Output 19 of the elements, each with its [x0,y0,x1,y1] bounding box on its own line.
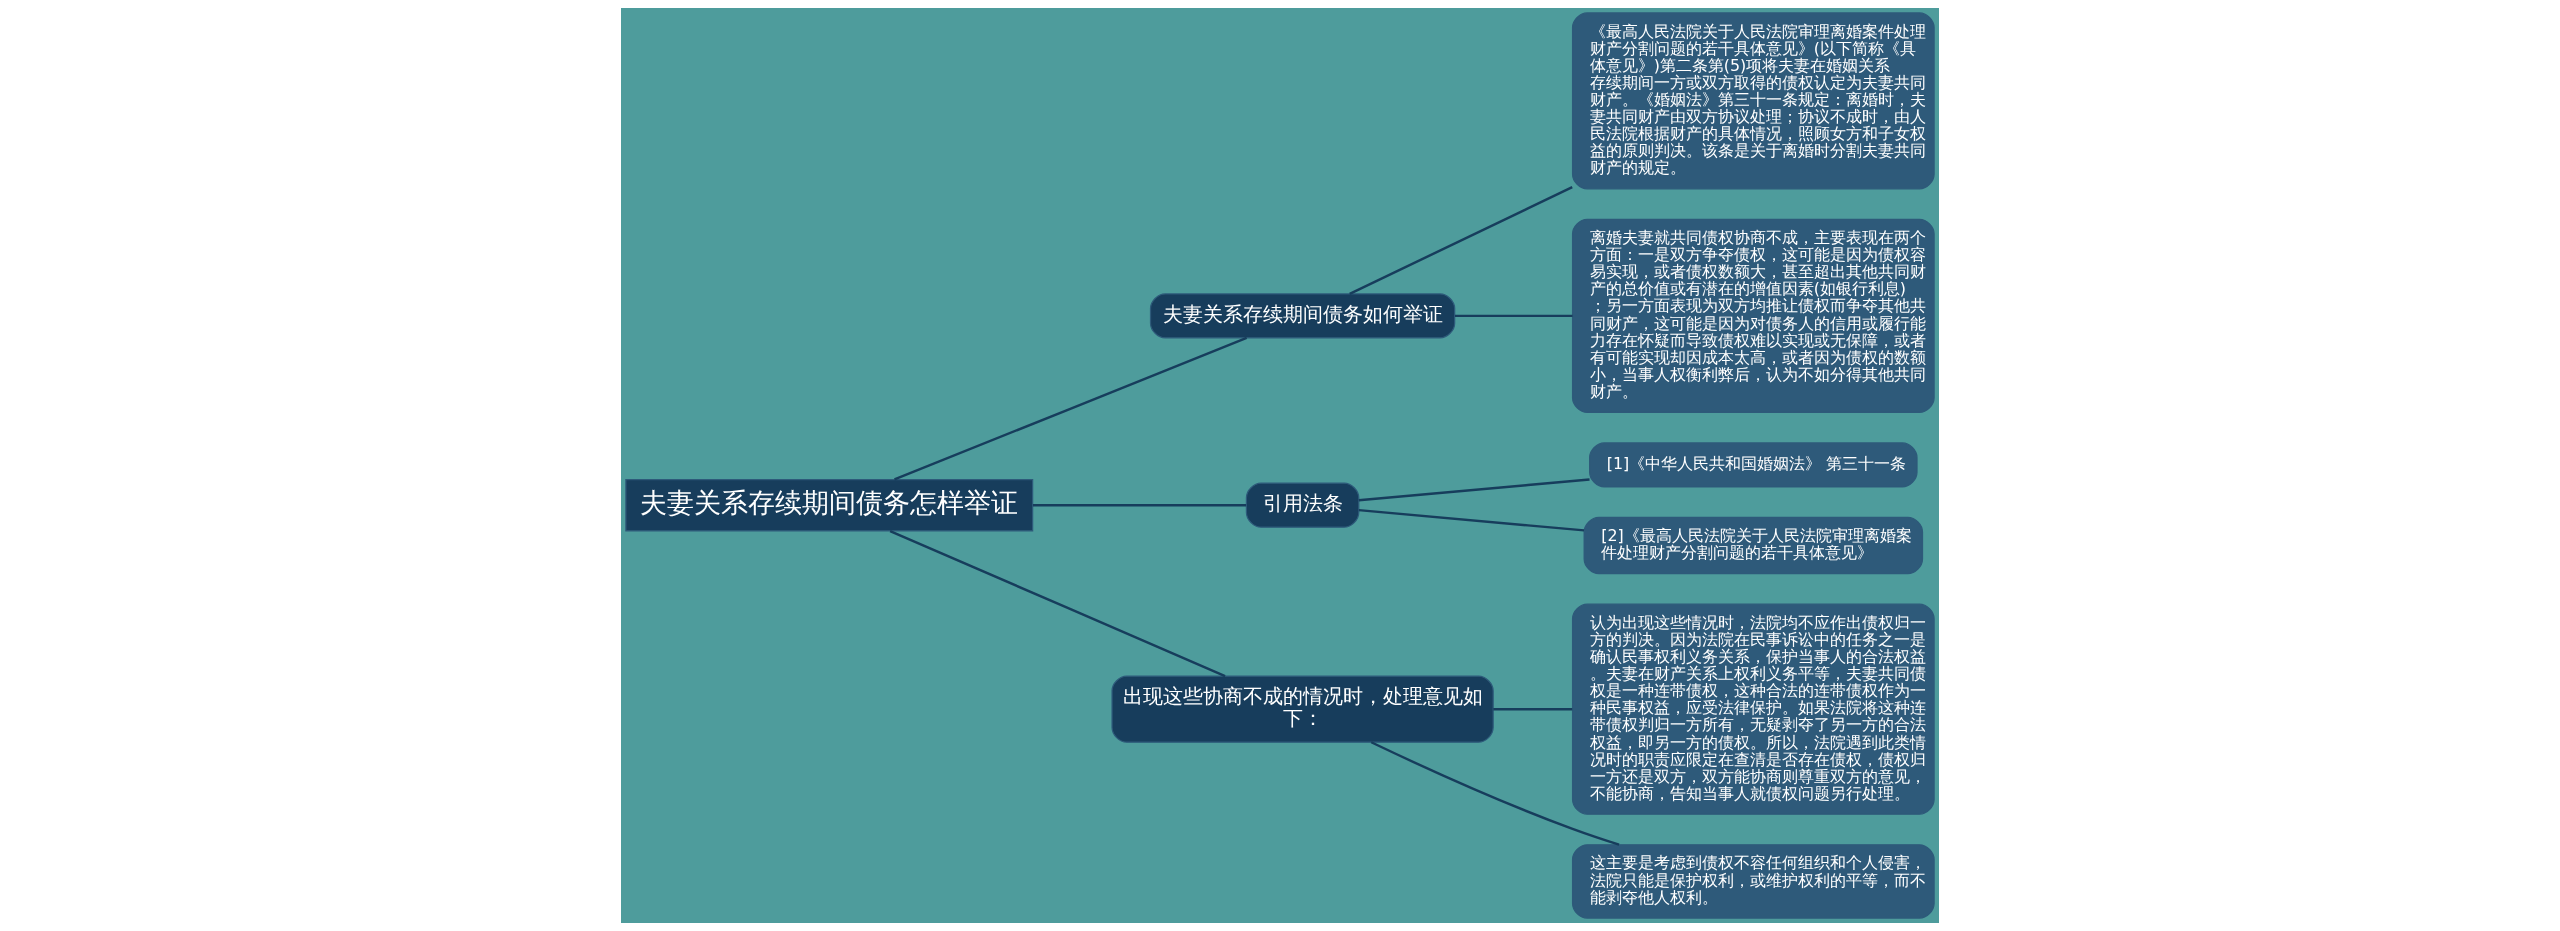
connector [1358,478,1590,502]
connector [1358,508,1585,532]
node-box: 认为出现这些情况时，法院均不应作出债权归一方的判决。因为法院在民事诉讼中的任务之一是确认民事权利义务关系，保护当事人的合法权益。夫妻在财产关系上权利义务平等，夫妻共同债权是一种连带债权，这种合法的连带债权作为一种民事权益，应受法律保护。如果法院将这种连带债权判归一方所有，无疑剥夺了另一方的合法权益，即另一方的债权。所以，法院遇到此类情况时的职责应限定在查清是否存在债权，债权归一方还是双方，双方能协商则尊重双方的意见，不能协商，告知当事人就债权问题另行处理。 [1571,603,1935,815]
node-box: 引用法条 [1245,482,1360,528]
connector [1032,503,1247,507]
connector [1493,707,1573,711]
node-box: [2]《最高人民法院关于人民法院审理离婚案件处理财产分割问题的若干具体意见》 [1583,516,1924,575]
node-box: 夫妻关系存续期间债务如何举证 [1149,293,1456,339]
node-box: [1]《中华人民共和国婚姻法》 第三十一条 [1589,442,1918,488]
connector [1349,186,1573,295]
node-box: 夫妻关系存续期间债务怎样举证 [625,478,1034,532]
node-box: 这主要是考虑到债权不容任何组织和个人侵害，法院只能是保护权利，或维护权利的平等，而不能剥夺他人权利。 [1571,844,1935,919]
connector [1454,314,1573,318]
node-box: 《最高人民法院关于人民法院审理离婚案件处理财产分割问题的若干具体意见》(以下简称《具体意见》)第二条第(5)项将夫妻在婚姻关系存续期间一方或双方取得的债权认定为夫妻共同财产。《婚姻法》第三十一条规定：离婚时，夫妻共同财产由双方协议处理；协议不成时，由人民法院根据财产的具体情况，照顾女方和子女权益的原则判决。该条是关于离婚时分割夫妻共同财产的规定。 [1571,12,1935,190]
connector [889,529,1226,678]
node-box: 离婚夫妻就共同债权协商不成，主要表现在两个方面：一是双方争夺债权，这可能是因为债权容易实现，或者债权数额大，甚至超出其他共同财产的总价值或有潜在的增值因素(如银行利息)；另一方面表现为双方均推让债权而争夺其他共同财产，这可能是因为对债务人的信用或履行能力存在怀疑而导致债权难以实现或无保障，或者有可能实现却因成本太高，或者因为债权的数额小，当事人权衡利弊后，认为不如分得其他共同财产。 [1571,218,1935,413]
node-box: 出现这些协商不成的情况时，处理意见如下： [1111,675,1494,743]
connector [1370,741,1620,846]
connector [894,336,1248,481]
